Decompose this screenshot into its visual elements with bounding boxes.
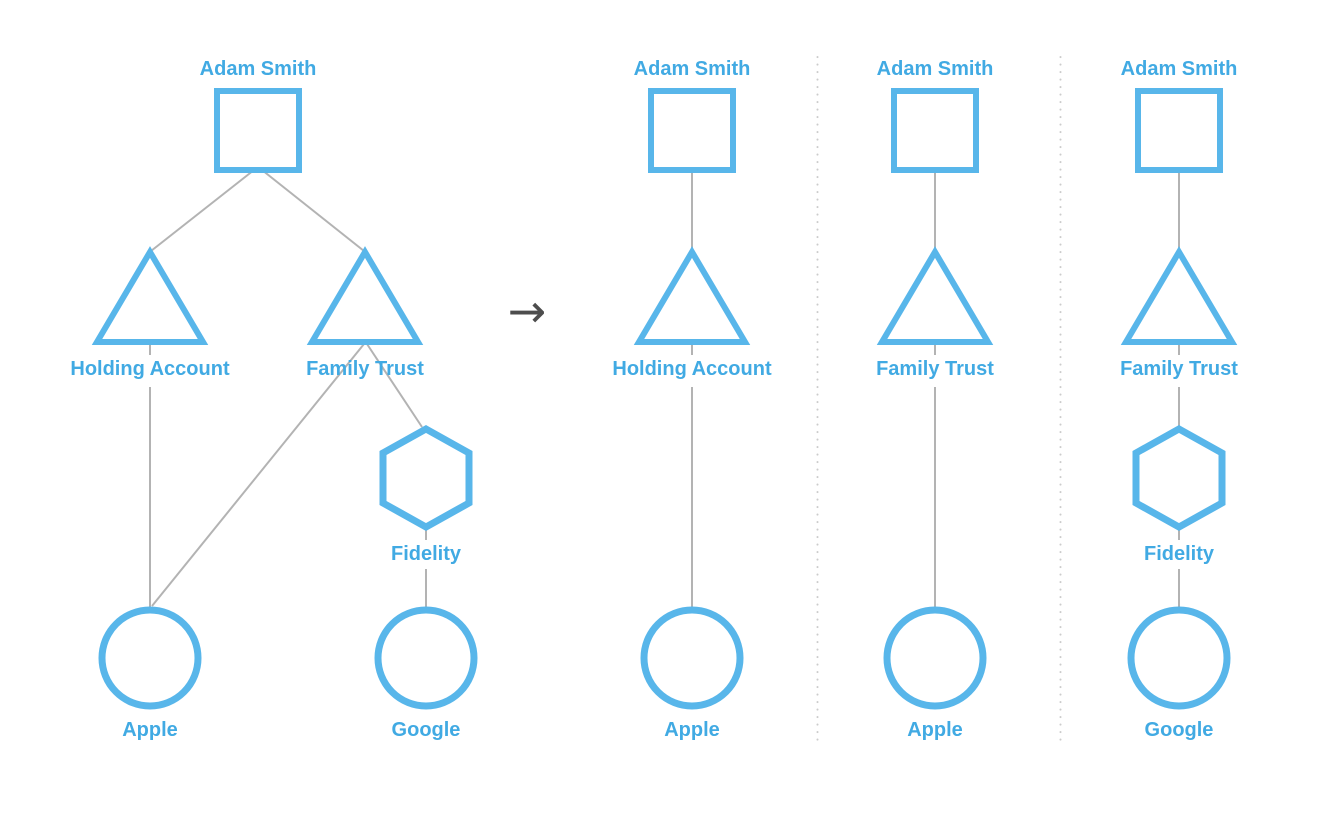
- node-label-google: Google: [392, 719, 461, 741]
- google-circle: [1127, 606, 1231, 710]
- node-label-adam-smith: Adam Smith: [877, 58, 994, 80]
- edge-adam-to-holding: [150, 169, 255, 252]
- node-label-fidelity: Fidelity: [1144, 543, 1215, 565]
- family-trust-triangle: [1120, 246, 1238, 345]
- ownership-path-column-3: Adam Smith Family Trust Fidelity Google: [1120, 58, 1238, 741]
- holding-account-triangle: [633, 246, 751, 345]
- node-label-family-trust: Family Trust: [1120, 358, 1238, 380]
- ownership-path-column-2: Adam Smith Family Trust Apple: [876, 58, 994, 741]
- node-label-apple: Apple: [122, 719, 178, 741]
- edge-familytrust-to-apple: [151, 343, 365, 607]
- edge-adam-to-familytrust: [261, 169, 365, 252]
- node-label-apple: Apple: [907, 719, 963, 741]
- node-label-holding-account: Holding Account: [612, 358, 772, 380]
- apple-circle: [883, 606, 987, 710]
- node-label-fidelity: Fidelity: [391, 543, 462, 565]
- adam-smith-square: [214, 88, 302, 173]
- family-trust-triangle: [876, 246, 994, 345]
- ownership-path-column-1: Adam Smith Holding Account Apple: [612, 58, 772, 741]
- node-label-holding-account: Holding Account: [70, 358, 230, 380]
- node-label-adam-smith: Adam Smith: [634, 58, 751, 80]
- transform-arrow-icon: →: [508, 284, 547, 338]
- google-circle: [374, 606, 478, 710]
- node-label-family-trust: Family Trust: [306, 358, 424, 380]
- apple-circle: [98, 606, 202, 710]
- adam-smith-square: [1135, 88, 1223, 173]
- node-label-adam-smith: Adam Smith: [1121, 58, 1238, 80]
- node-label-family-trust: Family Trust: [876, 358, 994, 380]
- adam-smith-square: [891, 88, 979, 173]
- fidelity-hexagon: [1132, 424, 1226, 532]
- node-label-google: Google: [1145, 719, 1214, 741]
- combined-ownership-graph: Adam Smith Holding Account Family Trust …: [70, 58, 478, 741]
- apple-circle: [640, 606, 744, 710]
- edge-familytrust-to-fidelity: [366, 343, 423, 428]
- family-trust-triangle: [306, 246, 424, 345]
- node-label-apple: Apple: [664, 719, 720, 741]
- node-label-adam-smith: Adam Smith: [200, 58, 317, 80]
- adam-smith-square: [648, 88, 736, 173]
- holding-account-triangle: [91, 246, 209, 345]
- fidelity-hexagon: [379, 424, 473, 532]
